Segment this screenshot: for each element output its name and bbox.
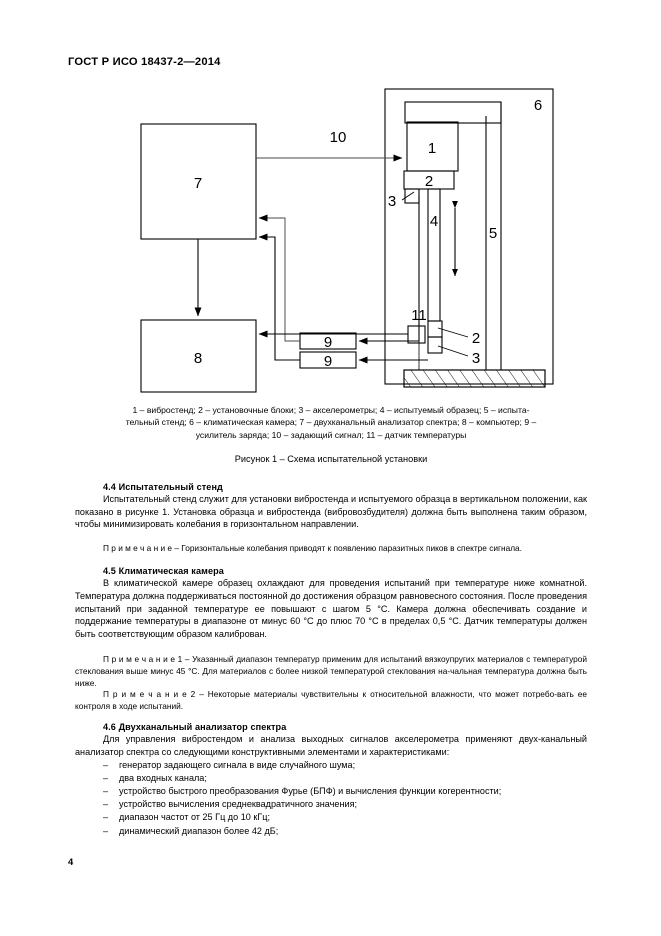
section-46-paragraph: Для управления вибростендом и анализа вы… <box>75 734 587 757</box>
dash-bullet: – <box>103 759 109 770</box>
label-11: 11 <box>411 307 427 324</box>
dash-bullet: – <box>103 772 109 783</box>
leader-accel-top <box>401 191 415 201</box>
accel-top-to-amp-line <box>358 196 420 345</box>
page-number: 4 <box>68 856 74 867</box>
amp-top-to-analyzer-line <box>258 214 300 342</box>
section-46-heading: 4.6 Двухканальный анализатор спектра <box>103 722 287 733</box>
figure-legend-line-1: 1 – вибростенд; 2 – установочные блоки; … <box>132 405 530 415</box>
label-6: 6 <box>534 97 542 114</box>
list-item: –два входных канала; <box>75 772 587 785</box>
label-1: 1 <box>428 140 436 157</box>
accelerometer-bottom <box>427 336 443 354</box>
label-8: 8 <box>194 350 202 367</box>
list-item-label: генератор задающего сигнала в виде случа… <box>119 759 356 770</box>
label-3-bottom: 3 <box>472 350 480 367</box>
figure-legend-line-3: усилитель заряда; 10 – задающий сигнал; … <box>195 429 467 440</box>
label-9-bottom: 9 <box>324 353 332 370</box>
list-item: –устройство вычисления среднеквадратично… <box>75 798 587 811</box>
list-item: –динамический диапазон более 42 дБ; <box>75 825 587 838</box>
figure-legend: 1 – вибростенд; 2 – установочные блоки; … <box>75 404 587 441</box>
label-5: 5 <box>489 225 497 242</box>
list-item-label: динамический диапазон более 42 дБ; <box>119 825 279 836</box>
chamber-outline <box>384 88 554 385</box>
stand-top-arm <box>404 101 502 124</box>
amp-bottom-to-analyzer-line <box>258 233 300 361</box>
list-item: –устройство быстрого преобразования Фурь… <box>75 785 587 798</box>
label-7: 7 <box>194 175 202 192</box>
list-item-label: два входных канала; <box>119 772 207 783</box>
label-4: 4 <box>430 213 438 230</box>
list-item-label: устройство вычисления среднеквадратичног… <box>119 799 358 810</box>
section-45-note-2: П р и м е ч а н и е 2 – Некоторые матери… <box>75 689 587 711</box>
list-item-label: устройство быстрого преобразования Фурье… <box>119 785 502 796</box>
section-46-list: –генератор задающего сигнала в виде случ… <box>75 759 587 838</box>
list-item: –генератор задающего сигнала в виде случ… <box>75 759 587 772</box>
label-2-bottom: 2 <box>472 330 480 347</box>
label-9-top: 9 <box>324 334 332 351</box>
label-10: 10 <box>330 129 347 146</box>
figure-title: Рисунок 1 – Схема испытательной установк… <box>234 454 428 464</box>
document-body: 4.4 Испытательный стенд Испытательный ст… <box>75 482 587 838</box>
list-item-label: диапазон частот от 25 Гц до 10 кГц; <box>119 812 270 823</box>
dash-bullet: – <box>103 785 109 796</box>
section-44-paragraph: Испытательный стенд служит для установки… <box>75 494 587 530</box>
dash-bullet: – <box>103 825 109 836</box>
figure-test-setup-diagram: 1 2 3 4 5 6 7 8 9 9 10 11 2 3 <box>0 80 661 400</box>
dash-bullet: – <box>103 812 109 823</box>
base-plate-outline <box>403 369 546 388</box>
diagram-svg: 1 2 3 4 5 6 7 8 9 9 10 11 2 3 <box>140 88 554 393</box>
section-45-note-1: П р и м е ч а н и е 1 – Указанный диапаз… <box>75 654 587 688</box>
section-44-heading: 4.4 Испытательный стенд <box>103 482 223 492</box>
section-45-paragraph: В климатической камере образец охлаждают… <box>75 578 587 639</box>
section-44-note: П р и м е ч а н и е – Горизонтальные кол… <box>103 542 522 553</box>
specimen-bar <box>427 188 441 322</box>
dash-bullet: – <box>103 799 109 810</box>
base-plate <box>403 369 546 388</box>
document-header: ГОСТ Р ИСО 18437-2—2014 <box>68 56 221 68</box>
list-item: –диапазон частот от 25 Гц до 10 кГц; <box>75 811 587 824</box>
accelerometer-top <box>404 188 420 204</box>
label-3-top: 3 <box>388 193 396 210</box>
leader-block-bottom <box>437 327 469 338</box>
figure-legend-line-2: тельный стенд; 6 – климатическая камера;… <box>125 417 537 428</box>
computer-box <box>140 319 257 393</box>
diagram-labels: 1 2 3 4 5 6 7 8 9 9 10 11 2 3 <box>194 97 542 370</box>
leader-accel-bottom <box>437 345 469 357</box>
section-45-heading: 4.5 Климатическая камера <box>103 566 224 577</box>
label-2-top: 2 <box>425 173 433 190</box>
